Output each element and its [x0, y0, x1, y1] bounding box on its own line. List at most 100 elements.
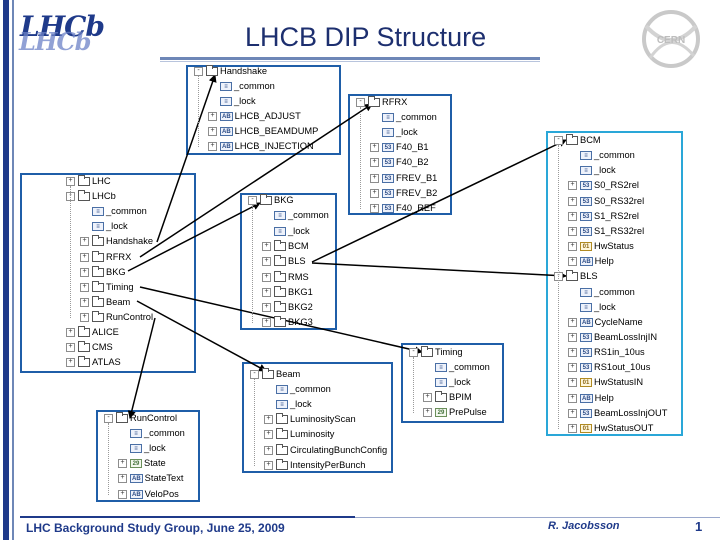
tree-node-rfrx-common[interactable]: ≡_common	[370, 110, 437, 125]
expand-icon[interactable]: +	[118, 489, 127, 499]
tree-node-runcontrol-common[interactable]: ≡_common	[118, 426, 185, 441]
tree-node-bkg-bkg[interactable]: -BKG	[248, 193, 294, 208]
expand-icon[interactable]: +	[568, 226, 577, 236]
expand-icon[interactable]: +	[423, 393, 432, 403]
tree-node-runcontrol-lock[interactable]: ≡_lock	[118, 441, 166, 456]
tree-node-main-lock[interactable]: ≡_lock	[80, 219, 128, 234]
expand-icon[interactable]: +	[118, 474, 127, 484]
tree-node-bcm-bls[interactable]: -BLS	[554, 269, 598, 284]
tree-node-handshake-lock[interactable]: ≡_lock	[208, 94, 256, 109]
expand-icon[interactable]: +	[568, 408, 577, 418]
tree-node-beam-common[interactable]: ≡_common	[264, 382, 331, 397]
expand-icon[interactable]: +	[80, 267, 89, 277]
tree-node-bkg-common[interactable]: ≡_common	[262, 208, 329, 223]
collapse-icon[interactable]: -	[248, 196, 257, 205]
expand-icon[interactable]: +	[568, 317, 577, 327]
expand-icon[interactable]: +	[568, 393, 577, 403]
tree-node-beam-lock[interactable]: ≡_lock	[264, 397, 312, 412]
expand-icon[interactable]: +	[568, 242, 577, 252]
expand-icon[interactable]: +	[262, 303, 271, 313]
tree-node-main-common[interactable]: ≡_common	[80, 204, 147, 219]
expand-icon[interactable]: +	[66, 328, 75, 337]
collapse-icon[interactable]: -	[194, 67, 203, 76]
expand-icon[interactable]: +	[370, 143, 379, 153]
expand-icon[interactable]: +	[370, 203, 379, 213]
expand-icon[interactable]: +	[80, 312, 89, 322]
collapse-icon[interactable]: -	[409, 348, 418, 357]
expand-icon[interactable]: +	[568, 363, 577, 373]
expand-icon[interactable]: +	[568, 378, 577, 388]
expand-icon[interactable]: +	[262, 318, 271, 328]
expand-icon[interactable]: +	[262, 272, 271, 282]
expand-icon[interactable]: +	[66, 343, 75, 353]
expand-icon[interactable]: +	[568, 348, 577, 358]
expand-icon[interactable]: +	[370, 158, 379, 168]
expand-icon[interactable]: +	[568, 257, 577, 267]
tree-node-runcontrol-runcontrol[interactable]: -RunControl	[104, 411, 177, 426]
expand-icon[interactable]: +	[370, 188, 379, 198]
tree-node-bcm-bcm[interactable]: -BCM	[554, 133, 601, 148]
tree-node-main-rfrx[interactable]: +RFRX	[80, 250, 131, 265]
expand-icon[interactable]: +	[568, 423, 577, 433]
expand-icon[interactable]: +	[423, 408, 432, 418]
expand-icon[interactable]: +	[80, 237, 89, 247]
expand-icon[interactable]: +	[66, 177, 75, 186]
tree-node-bcm-lock[interactable]: ≡_lock	[568, 300, 616, 315]
expand-icon[interactable]: +	[208, 127, 217, 136]
tree-node-bkg-lock[interactable]: ≡_lock	[262, 224, 310, 239]
tree-node-timing-bpim[interactable]: +BPIM	[423, 390, 472, 405]
tree-node-beam-beam[interactable]: -Beam	[250, 367, 300, 382]
tree-node-beam-luminosityscan[interactable]: +LuminosityScan	[264, 412, 356, 427]
tree-node-bkg-bkg1[interactable]: +BKG1	[262, 285, 313, 300]
tree-node-bkg-bkg3[interactable]: +BKG3	[262, 315, 313, 330]
tree-node-bkg-rms[interactable]: +RMS	[262, 270, 309, 285]
tree-node-main-alice[interactable]: +ALICE	[66, 325, 119, 340]
tree-node-main-bkg[interactable]: +BKG	[80, 265, 126, 280]
expand-icon[interactable]: +	[264, 460, 273, 470]
collapse-icon[interactable]: -	[250, 370, 259, 379]
expand-icon[interactable]: +	[80, 252, 89, 262]
tree-node-bkg-bls[interactable]: +BLS	[262, 254, 306, 269]
tree-node-timing-common[interactable]: ≡_common	[423, 360, 490, 375]
expand-icon[interactable]: +	[208, 142, 217, 151]
expand-icon[interactable]: +	[118, 459, 127, 469]
collapse-icon[interactable]: -	[356, 98, 365, 107]
collapse-icon[interactable]: -	[554, 136, 563, 145]
tree-node-beam-circulatingbunchconfig[interactable]: +CirculatingBunchConfig	[264, 443, 387, 458]
expand-icon[interactable]: +	[80, 297, 89, 307]
collapse-icon[interactable]: -	[104, 414, 113, 423]
tree-node-bkg-bkg2[interactable]: +BKG2	[262, 300, 313, 315]
expand-icon[interactable]: +	[264, 415, 273, 425]
expand-icon[interactable]: +	[264, 430, 273, 440]
expand-icon[interactable]: +	[262, 287, 271, 297]
tree-node-bcm-common[interactable]: ≡_common	[568, 285, 635, 300]
tree-node-beam-luminosity[interactable]: +Luminosity	[264, 427, 334, 442]
expand-icon[interactable]: +	[568, 196, 577, 206]
tree-node-main-handshake[interactable]: +Handshake	[80, 234, 153, 249]
tree-node-handshake-common[interactable]: ≡_common	[208, 79, 275, 94]
